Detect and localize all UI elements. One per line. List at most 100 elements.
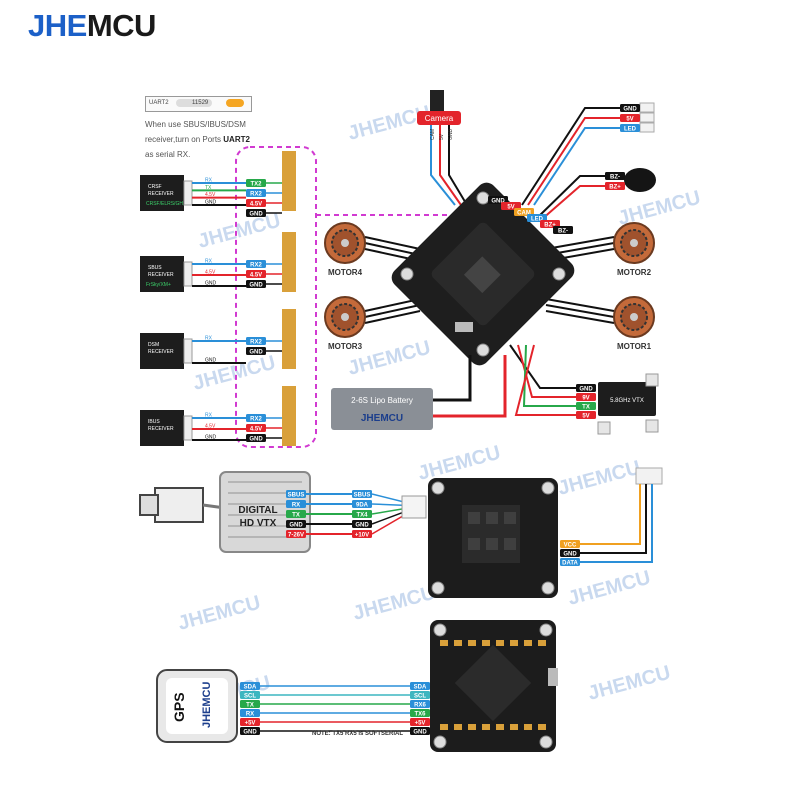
flight-controller-top <box>391 182 575 366</box>
camera-wire <box>430 125 456 206</box>
fc2-solder-pad <box>482 640 490 646</box>
fc2-usb <box>548 668 558 686</box>
rgb-pad-tag-label: DATA <box>562 561 578 567</box>
motor-wire <box>364 236 421 250</box>
led-pin-tag-label: 5V <box>626 117 633 123</box>
pcb-pad-strip <box>282 386 296 446</box>
receiver-name-2: RECEIVER <box>148 349 174 355</box>
gps-pin-tag <box>240 700 260 708</box>
led-pin-tag <box>620 124 640 132</box>
mount-hole <box>431 581 445 595</box>
gps-pin-tag <box>240 691 260 699</box>
fc2-pad-tag-label: +5V <box>415 721 426 727</box>
rgb-pad-tag <box>560 540 580 548</box>
fc2-solder-pad <box>496 640 504 646</box>
gps-pin-tag-label: RX <box>246 712 254 718</box>
led-wire <box>527 117 620 206</box>
vtx-pin-tag <box>576 402 596 410</box>
buzzer-wire <box>540 185 605 221</box>
fc-pad-tag-label: CAM <box>517 211 531 217</box>
hd-camera-lens <box>139 494 159 516</box>
watermark: JHEMCU <box>556 457 643 500</box>
hd-camera-body <box>154 487 204 523</box>
camera-wire <box>448 125 468 206</box>
receiver-pin-label: TX <box>205 185 212 191</box>
vtx-pin-tag <box>576 411 596 419</box>
note-line-2-prefix: receiver,turn on Ports <box>145 135 222 144</box>
motor-4: MOTOR1 <box>613 296 655 351</box>
receiver-connector <box>183 338 193 364</box>
motor-label: MOTOR4 <box>328 268 363 277</box>
buzzer-wire <box>534 175 605 221</box>
receiver-pin-label: RX <box>205 178 213 184</box>
rx-pad-tag <box>246 424 266 432</box>
battery-wire-black <box>430 355 472 402</box>
buzzer-pin-tag-label: BZ+ <box>609 185 621 191</box>
pcb-pad-strip <box>282 151 296 211</box>
receiver-1: CRSFRECEIVERCRSF/ELRS/GHSTRXTX4.5VGNDTX2… <box>140 151 296 218</box>
stack-component <box>486 512 498 524</box>
brand-part-2: MCU <box>86 8 157 43</box>
fc2-pad-tag <box>410 709 430 717</box>
receiver-pin-label: GND <box>205 281 217 287</box>
fc2-solder-pad <box>454 724 462 730</box>
rx-pad-tag <box>246 270 266 278</box>
battery-label: 2-6S Lipo Battery <box>351 396 413 405</box>
stack-pad-tag <box>352 490 372 498</box>
dvtx-pin-tag-label: 7-26V <box>288 533 304 539</box>
fc2-solder-pad <box>510 724 518 730</box>
motor-2: MOTOR2 <box>613 222 655 277</box>
fc-pad-tag-label: LED <box>531 217 544 223</box>
dvtx-pin-tag <box>286 500 306 508</box>
receiver-pin-label: RX <box>205 259 213 265</box>
led-pin-tag <box>620 114 640 122</box>
fc2-solder-pad <box>468 640 476 646</box>
uart-dashed-group <box>235 146 317 448</box>
vtx-pin-tag-label: GND <box>579 387 593 393</box>
uart-switch: UART2 11529 <box>145 96 252 112</box>
watermark: JHEMCU <box>351 582 438 625</box>
switch-track-off <box>176 99 212 107</box>
fc2-pad-tag-label: RX6 <box>414 703 426 709</box>
rx-pad-tag-label: GND <box>249 437 263 443</box>
rx-pad-tag-label: GND <box>249 283 263 289</box>
fc2-pad-tag <box>410 682 430 690</box>
motor-shaft <box>630 313 638 321</box>
digital-vtx-title-2: HD VTX <box>240 518 277 529</box>
receiver-connector <box>183 415 193 441</box>
gps-pin-tag-label: GND <box>243 730 257 736</box>
receiver-name: IBUS <box>148 419 160 425</box>
camera-label: Camera <box>425 114 454 123</box>
fc2-pad-tag <box>410 727 430 735</box>
receiver-pin-label: 4.5V <box>205 270 216 276</box>
motor-3: MOTOR3 <box>324 296 366 351</box>
fc2-solder-pad <box>468 724 476 730</box>
fc2-solder-pad <box>454 640 462 646</box>
stack-pad-tag-label: GND <box>355 523 369 529</box>
receiver-name-2: RECEIVER <box>148 191 174 197</box>
brand-part-1: JHE <box>28 8 87 43</box>
receiver-name: SBUS <box>148 265 162 271</box>
uart-note: When use SBUS/IBUS/DSM receiver,turn on … <box>145 117 275 162</box>
motor-wire <box>545 304 615 318</box>
camera-wire <box>439 125 462 206</box>
brand-logo: JHEMCU <box>28 8 156 44</box>
fc-pad-tag-label: BZ- <box>558 229 568 235</box>
vtx-pin-tag-label: 5V <box>582 414 589 420</box>
motor-label: MOTOR3 <box>328 342 363 351</box>
receiver-connector <box>183 261 193 287</box>
rgb-wire <box>580 484 641 545</box>
gps-face <box>166 678 228 734</box>
rx-pad-tag <box>246 189 266 197</box>
buzzer-pin-tag <box>605 172 625 180</box>
motor-wire <box>545 298 615 312</box>
stack-component <box>468 512 480 524</box>
rgb-pad-tag <box>560 558 580 566</box>
led-wire <box>521 107 620 206</box>
